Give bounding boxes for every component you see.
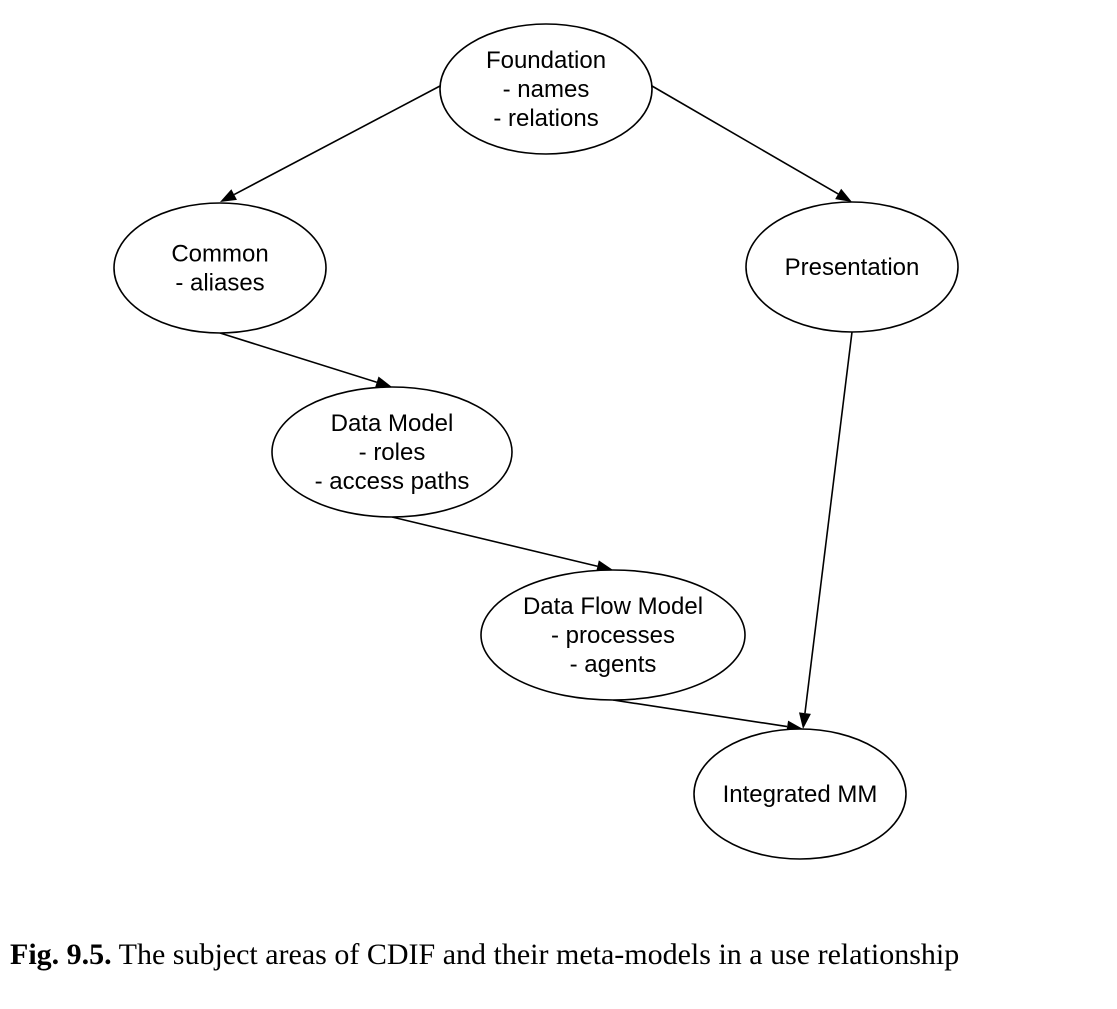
edge-line [233,85,441,196]
node-title: Data Model [331,410,454,437]
node-data-flow-model: Data Flow Model- processes- agents [480,569,746,701]
arrowhead [374,376,392,388]
arrowhead [596,560,613,573]
node-title: Foundation [486,47,606,74]
edge-common-to-data-model [219,332,392,388]
node-title: Common [171,241,268,268]
figure-label: Fig. 9.5. [10,938,112,971]
edge-data-model-to-data-flow-model [391,516,613,573]
edge-line [219,332,377,383]
node-detail: - names [503,76,590,103]
arrowhead [220,189,237,202]
node-ellipse [439,23,653,155]
edge-line [804,331,853,714]
node-detail: - aliases [175,270,264,297]
figure-caption-text: The subject areas of CDIF and their meta… [111,938,960,971]
node-title: Integrated MM [723,781,878,808]
edge-foundation-to-presentation [651,85,852,202]
edge-foundation-to-common [220,85,441,202]
node-ellipse [480,569,746,701]
node-title: Data Flow Model [523,593,703,620]
node-ellipse [745,201,959,333]
edge-line [651,85,839,195]
edge-line [612,699,788,728]
node-presentation: Presentation [745,201,959,333]
arrowhead [835,188,852,202]
node-ellipse [693,728,907,860]
edge-presentation-to-integrated-mm [799,331,853,729]
node-ellipse [271,386,513,518]
edge-data-flow-model-to-integrated-mm [612,699,803,733]
node-foundation: Foundation- names- relations [439,23,653,155]
node-title: Presentation [785,254,920,281]
edge-line [391,516,598,568]
node-detail: - processes [551,622,675,649]
node-common: Common- aliases [113,202,327,334]
node-detail: - agents [570,651,657,678]
node-detail: - relations [493,105,598,132]
figure-caption: Fig. 9.5. The subject areas of CDIF and … [10,938,1110,972]
node-ellipse [113,202,327,334]
node-detail: - roles [359,439,426,466]
node-detail: - access paths [315,468,470,495]
node-data-model: Data Model- roles- access paths [271,386,513,518]
node-integrated-mm: Integrated MM [693,728,907,860]
arrowhead [799,712,811,729]
